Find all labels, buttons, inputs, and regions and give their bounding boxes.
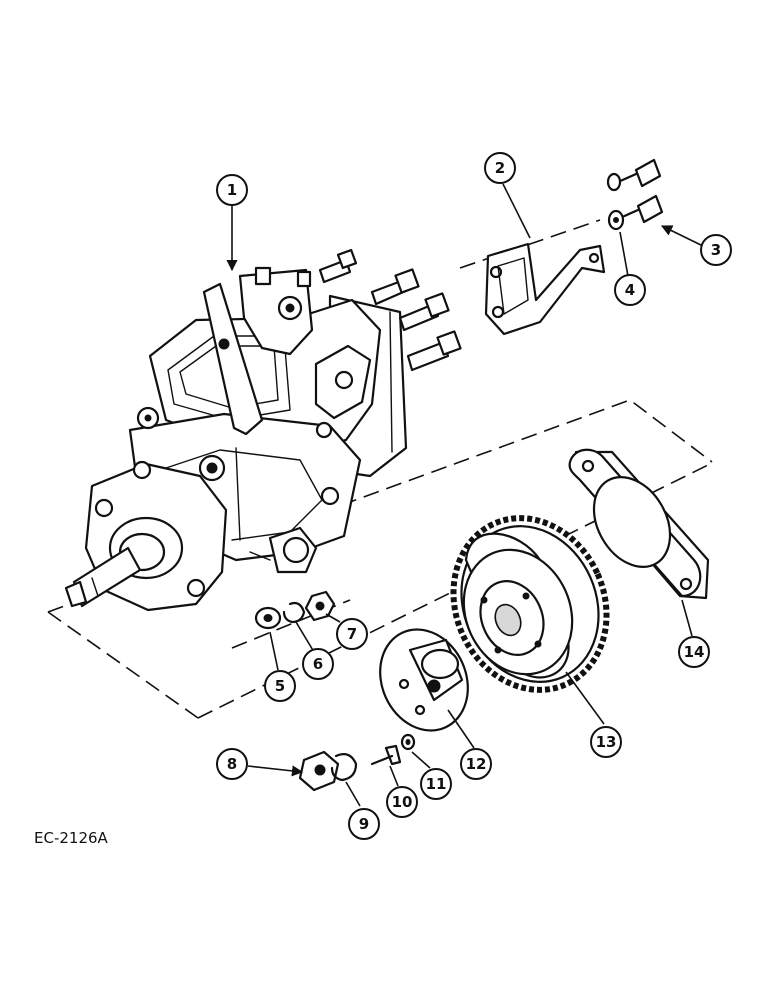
small-hardware-5-6-7 (254, 590, 336, 630)
svg-text:13: 13 (596, 733, 617, 751)
callout-13: 13 (590, 726, 622, 758)
reference-code: EC-2126A (34, 829, 109, 847)
delivery-valves (318, 248, 462, 372)
svg-text:5: 5 (275, 677, 285, 695)
bracket-part-2 (484, 242, 606, 336)
callout-1: 1 (216, 174, 248, 206)
callout-5: 5 (264, 670, 296, 702)
governor-lever (202, 266, 372, 439)
callout-10: 10 (386, 786, 418, 818)
callout-2: 2 (484, 152, 516, 184)
callout-4: 4 (614, 274, 646, 306)
svg-text:10: 10 (392, 793, 413, 811)
svg-text:9: 9 (359, 815, 369, 833)
leader-lines (226, 183, 704, 807)
svg-text:1: 1 (227, 181, 237, 199)
svg-text:12: 12 (466, 755, 487, 773)
svg-text:2: 2 (495, 159, 505, 177)
callout-8: 8 (216, 748, 248, 780)
callout-14: 14 (678, 636, 710, 668)
gasket-part-14 (568, 448, 710, 600)
svg-text:14: 14 (684, 643, 705, 661)
injection-pump (64, 248, 462, 612)
svg-text:6: 6 (313, 655, 323, 673)
bolts-washers-top (606, 158, 664, 231)
callout-6: 6 (302, 648, 334, 680)
callout-9: 9 (348, 808, 380, 840)
hub-plate-part-12 (379, 628, 469, 732)
small-hardware-8-to-11 (298, 733, 416, 792)
gear-part-13 (450, 515, 610, 693)
callout-3: 3 (700, 234, 732, 266)
svg-text:3: 3 (711, 241, 721, 259)
callout-11: 11 (420, 768, 452, 800)
callout-7: 7 (336, 618, 368, 650)
svg-text:11: 11 (426, 775, 447, 793)
svg-text:8: 8 (227, 755, 237, 773)
svg-text:4: 4 (625, 281, 635, 299)
callout-12: 12 (460, 748, 492, 780)
svg-text:7: 7 (347, 625, 357, 643)
